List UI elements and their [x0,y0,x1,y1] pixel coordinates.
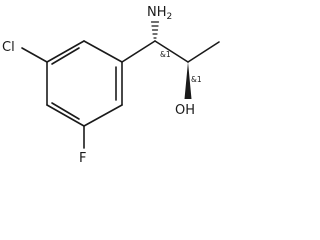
ring-bond-5 [46,40,85,63]
bond-ring-to-c1 [121,40,156,63]
stereo-label-c2: &1 [191,75,202,84]
ring-double-bond-c [51,47,80,65]
bond-c2-to-methyl [187,41,220,63]
hydroxyl-label: OH [175,103,195,118]
ring-bond-2 [83,104,123,127]
hashed-wedge-c1-amine [150,21,160,39]
fluorine-label: F [79,151,86,166]
bond-c1-to-c2 [154,40,189,63]
benzene-ring [46,40,123,127]
amine-subscript: 2 [167,12,173,22]
ring-bond-3 [46,104,85,127]
amine-label: NH2 [147,5,172,22]
chemical-structure-diagram: Cl F NH2 OH &1 &1 [2,5,220,166]
ring-bond-6 [83,40,123,63]
bond-ring-to-chlorine [21,47,48,63]
chlorine-label: Cl [2,40,15,55]
ring-double-bond-b [51,102,80,120]
stereo-label-c1: &1 [160,50,171,59]
solid-wedge-c2-hydroxyl [184,62,192,99]
